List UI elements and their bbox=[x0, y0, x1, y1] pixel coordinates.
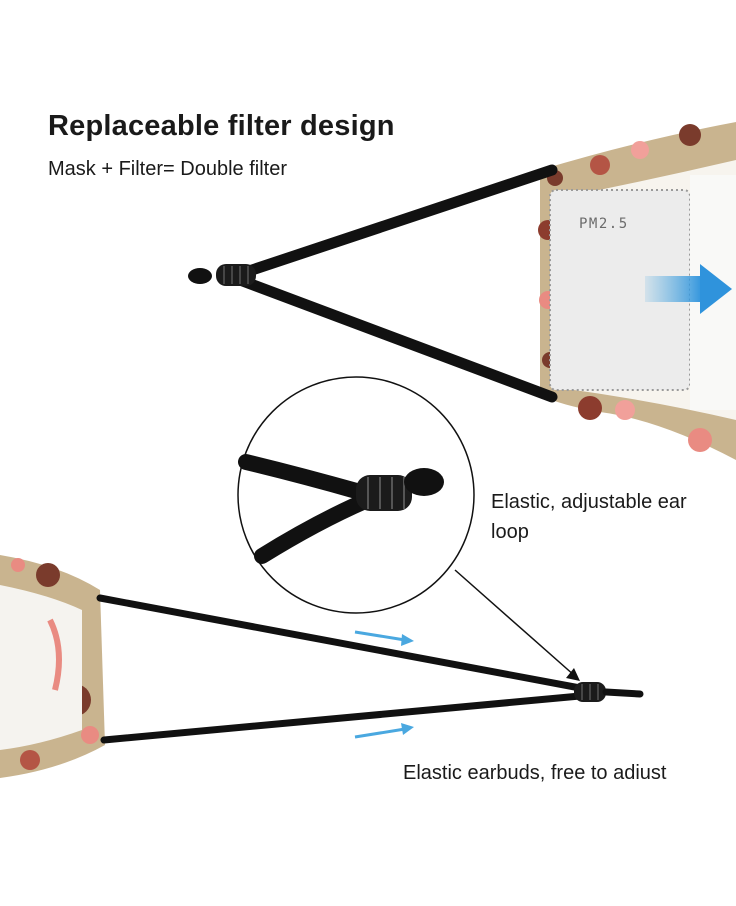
magnified-toggle-detail bbox=[237, 376, 475, 614]
ear-loop-callout: Elastic, adjustable ear loop bbox=[491, 491, 687, 543]
earbuds-callout: Elastic earbuds, free to adiust bbox=[403, 762, 667, 784]
mask-bottom-image bbox=[0, 555, 105, 778]
airflow-arrow-icon bbox=[645, 264, 732, 314]
stretch-arrow-upper-icon bbox=[354, 630, 414, 646]
callout-pointer bbox=[454, 569, 580, 681]
page-subtitle: Mask + Filter= Double filter bbox=[48, 158, 287, 180]
page-title: Replaceable filter design bbox=[48, 110, 395, 142]
filter-label: PM2.5 bbox=[579, 216, 629, 232]
stretch-arrow-lower-icon bbox=[354, 723, 414, 739]
ear-loop-top bbox=[188, 164, 558, 403]
ear-loop-bottom bbox=[96, 594, 644, 744]
